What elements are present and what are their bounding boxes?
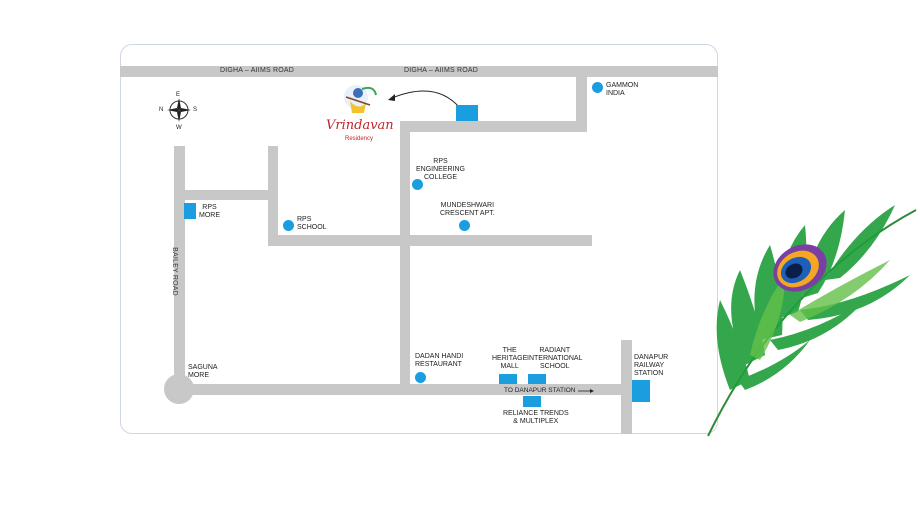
brand-name: Vrindavan <box>326 118 394 133</box>
road-vertical-main <box>400 121 410 391</box>
rps-school-marker <box>283 220 294 231</box>
road-mid-horizontal <box>268 235 592 246</box>
radiant-label: RADIANT INTERNATIONAL SCHOOL <box>527 347 583 370</box>
road-danapur-vertical <box>621 340 632 434</box>
dadan-label: DADAN HANDI RESTAURANT <box>415 353 464 368</box>
gammon-marker <box>592 82 603 93</box>
road-label-bailey: BAILEY ROAD <box>170 247 178 296</box>
saguna-roundabout <box>164 374 194 404</box>
site-location-marker <box>456 105 478 121</box>
compass-e: E <box>176 92 181 98</box>
reliance-marker <box>523 396 541 407</box>
brand-subtitle: Residency <box>345 136 374 142</box>
heritage-label: THE HERITAGE MALL <box>492 347 528 370</box>
rps-engg-marker <box>412 179 423 190</box>
road-bailey <box>174 146 185 394</box>
rps-school-label: RPS SCHOOL <box>297 216 327 231</box>
danapur-rly-marker <box>632 380 650 402</box>
road-rps-more <box>174 190 278 200</box>
road-label-top-right: DIGHA – AIIMS ROAD <box>404 67 479 74</box>
compass-n: N <box>159 107 164 113</box>
radiant-marker <box>528 374 546 384</box>
mundeshwari-marker <box>459 220 470 231</box>
to-danapur-arrow-icon <box>578 389 594 393</box>
gammon-label: GAMMON INDIA <box>606 82 639 97</box>
road-connector-top <box>400 121 587 132</box>
rps-engg-label: RPS ENGINEERING COLLEGE <box>416 158 466 181</box>
to-danapur-label: TO DANAPUR STATION <box>504 387 576 394</box>
road-bottom-horizontal <box>178 384 624 395</box>
dadan-marker <box>415 372 426 383</box>
saguna-label: SAGUNA MORE <box>188 364 218 379</box>
road-label-top-left: DIGHA – AIIMS ROAD <box>220 67 295 74</box>
road-digha-aiims <box>120 66 718 77</box>
peacock-feather-icon <box>707 205 917 437</box>
rps-more-label: RPS MORE <box>199 204 220 219</box>
road-connector-gammon <box>576 77 587 131</box>
compass-w: W <box>176 125 182 131</box>
krishna-logo-icon <box>344 85 377 113</box>
heritage-marker <box>499 374 517 384</box>
rps-more-marker <box>184 203 196 219</box>
compass-icon <box>167 98 191 122</box>
arrow-to-site-icon <box>388 90 461 109</box>
danapur-rly-label: DANAPUR RAILWAY STATION <box>634 354 669 377</box>
compass-s: S <box>193 107 198 113</box>
reliance-label: RELIANCE TRENDS & MULTIPLEX <box>503 410 569 425</box>
mundeshwari-label: MUNDESHWARI CRESCENT APT. <box>440 202 495 217</box>
